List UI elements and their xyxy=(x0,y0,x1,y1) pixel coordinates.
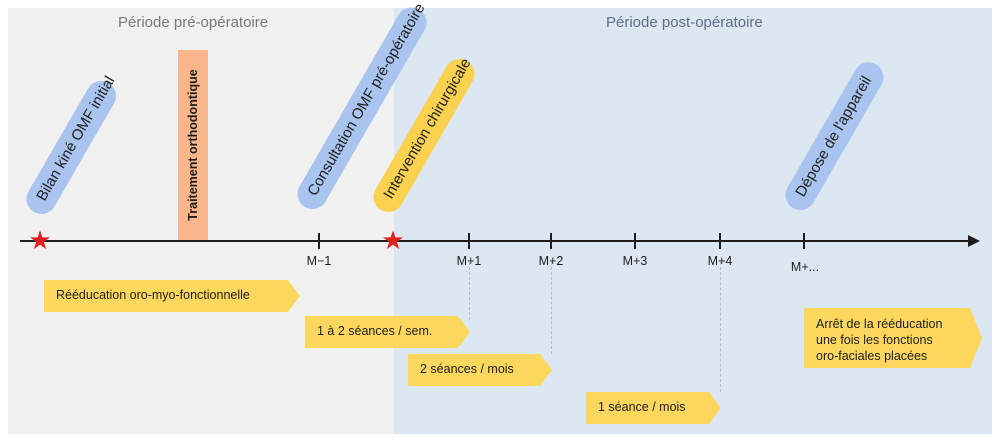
tick-m+4 xyxy=(719,233,721,249)
tick-label-m+more: M+... xyxy=(790,260,820,274)
phase-reeducation-label: Rééducation oro-myo-fonctionnelle xyxy=(56,288,250,302)
tick-label-m-1: M−1 xyxy=(306,254,332,268)
tick-m+more xyxy=(803,233,805,249)
star-icon: ★ xyxy=(28,225,52,255)
guide-line-m2 xyxy=(551,262,552,354)
orthodontic-treatment-bar xyxy=(178,50,208,240)
phase-weekly-label: 1 à 2 séances / sem. xyxy=(317,324,433,338)
phase-monthly-sessions: 1 séance / mois xyxy=(586,392,721,424)
tick-m+3 xyxy=(634,233,636,249)
phase-stop-reeducation: Arrêt de la rééducation une fois les fon… xyxy=(804,308,982,368)
tick-label-m+3: M+3 xyxy=(622,254,648,268)
phase-weekly-sessions: 1 à 2 séances / sem. xyxy=(305,316,470,348)
post-operative-title: Période post-opératoire xyxy=(606,14,763,31)
stop-line-2: une fois les fonctions xyxy=(816,333,933,347)
tick-label-m+1: M+1 xyxy=(456,254,482,268)
phase-monthly-label: 1 séance / mois xyxy=(598,400,686,414)
stop-line-1: Arrêt de la rééducation xyxy=(816,317,943,331)
guide-line-m1 xyxy=(469,262,470,320)
tick-m-1 xyxy=(318,233,320,249)
timeline-arrowhead xyxy=(968,235,980,247)
star-icon: ★ xyxy=(381,225,405,255)
phase-reeducation: Rééducation oro-myo-fonctionnelle xyxy=(44,280,300,312)
tick-label-m+2: M+2 xyxy=(538,254,564,268)
timeline-axis xyxy=(20,240,970,242)
pre-operative-title: Période pré-opératoire xyxy=(118,14,269,31)
stop-line-3: oro-faciales placées xyxy=(816,349,928,363)
phase-twice-monthly-sessions: 2 séances / mois xyxy=(408,354,552,386)
orthodontic-treatment-label: Traitement orthodontique xyxy=(186,69,200,221)
tick-m+2 xyxy=(550,233,552,249)
phase-twice-monthly-label: 2 séances / mois xyxy=(420,362,514,376)
tick-label-m+4: M+4 xyxy=(707,254,733,268)
guide-line-m4 xyxy=(720,262,721,392)
tick-m+1 xyxy=(468,233,470,249)
